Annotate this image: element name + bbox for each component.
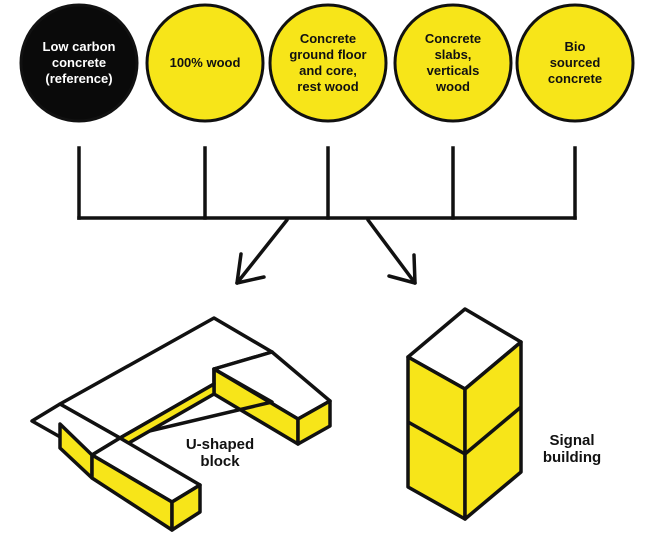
arrow-left: [235, 218, 289, 285]
option-label-concrete-slabs: Concrete slabs, verticals wood: [424, 31, 482, 94]
option-label-bio-sourced: Bio sourced concrete: [547, 39, 603, 86]
u-shaped-block-illustration: [30, 316, 332, 532]
connector-lines: [77, 146, 577, 220]
option-label-low-carbon-concrete: Low carbon concrete (reference): [42, 39, 116, 86]
option-circle-low-carbon-concrete: [19, 3, 139, 123]
option-circle-concrete-ground-floor: [268, 3, 388, 123]
option-circle-concrete-slabs: [393, 3, 513, 123]
option-circle-100-wood: [145, 3, 265, 123]
option-circle-bio-sourced: [515, 3, 635, 123]
option-label-concrete-ground-floor: Concrete ground floor and core, rest woo…: [289, 31, 367, 94]
arrow-right: [366, 218, 417, 285]
signal-building-illustration: [406, 307, 523, 521]
u-shaped-block-label: U-shaped block: [185, 436, 255, 470]
option-label-100-wood: 100% wood: [169, 55, 241, 70]
signal-building-label: Signal building: [542, 432, 602, 466]
